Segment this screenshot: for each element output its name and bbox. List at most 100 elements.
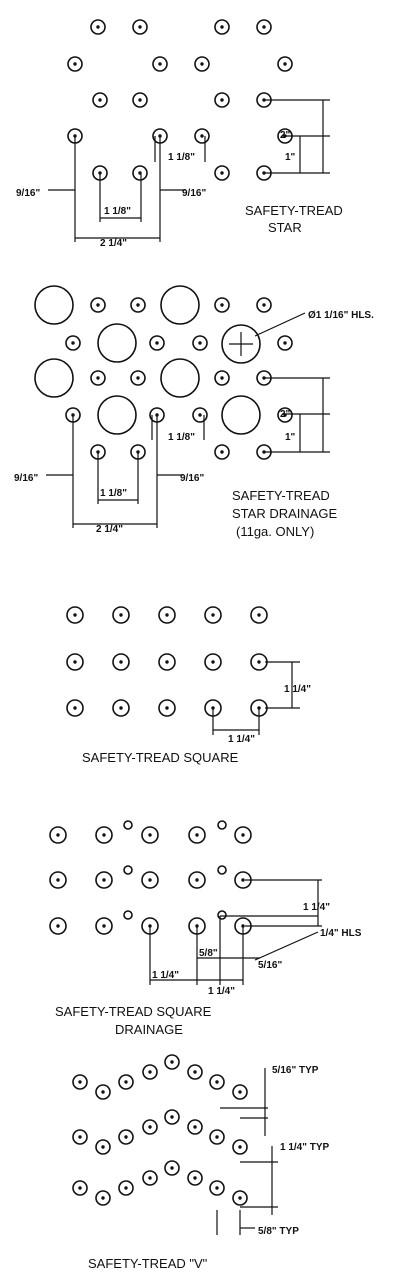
- v-hole: [95, 1190, 111, 1206]
- square-drainage-dim-vertical: 1 1/4": [303, 902, 330, 913]
- v-hole-center: [238, 1145, 242, 1149]
- v-hole-center: [148, 1125, 152, 1129]
- drainage-large-hole-crosshair: [221, 324, 261, 364]
- star-drainage-hole: [130, 297, 146, 313]
- square-hole: [158, 699, 176, 717]
- v-hole-center: [101, 1196, 105, 1200]
- square-hole-center: [73, 660, 77, 664]
- star-hole: [152, 56, 168, 72]
- square-hole: [66, 606, 84, 624]
- star-drainage-hole-center: [155, 341, 159, 345]
- star-drainage-title-line1: SAFETY-TREAD: [232, 488, 330, 503]
- v-dim-top: 5/16" TYP: [272, 1065, 319, 1076]
- square-hole-center: [165, 706, 169, 710]
- square-hole-center: [73, 613, 77, 617]
- square-drainage-hole: [141, 871, 159, 889]
- star-drainage-hole-center: [96, 303, 100, 307]
- square-hole: [204, 653, 222, 671]
- star-hole: [90, 19, 106, 35]
- square-drainage-dimension-lines: [149, 879, 322, 985]
- star-drainage-hole-center: [96, 376, 100, 380]
- star-hole-center: [98, 171, 102, 175]
- star-drainage-hole-center: [283, 341, 287, 345]
- star-drainage-hole: [65, 335, 81, 351]
- v-hole: [164, 1054, 180, 1070]
- square-drainage-dim-5-16: 5/16": [258, 960, 282, 971]
- star-hole-center: [138, 98, 142, 102]
- star-drainage-title-line2: STAR DRAINAGE: [232, 506, 338, 521]
- v-hole-center: [215, 1080, 219, 1084]
- square-drainage-hole-center: [56, 924, 60, 928]
- star-drainage-hole-center: [220, 303, 224, 307]
- v-hole-center: [193, 1125, 197, 1129]
- drainage-large-hole: [34, 285, 74, 325]
- square-hole: [204, 606, 222, 624]
- v-hole: [95, 1139, 111, 1155]
- star-drainage-hole-center: [220, 450, 224, 454]
- square-hole: [112, 653, 130, 671]
- square-drainage-hole-center: [195, 878, 199, 882]
- star-drainage-dim-9-16-left: 9/16": [14, 473, 38, 484]
- square-hole-center: [119, 613, 123, 617]
- square-drainage-dim-hole: 1/4" HLS: [320, 928, 362, 939]
- square-hole-center: [119, 660, 123, 664]
- square-drainage-small-hole: [217, 910, 227, 920]
- square-drainage-hole-center: [56, 833, 60, 837]
- v-hole-center: [238, 1090, 242, 1094]
- star-drainage-hole: [277, 335, 293, 351]
- v-hole: [232, 1190, 248, 1206]
- square-drainage-hole-center: [102, 924, 106, 928]
- square-drainage-title-line1: SAFETY-TREAD SQUARE: [55, 1004, 212, 1019]
- square-drainage-small-hole: [123, 865, 133, 875]
- v-hole: [72, 1180, 88, 1196]
- star-title-line2: STAR: [268, 220, 302, 235]
- square-drainage-hole: [95, 871, 113, 889]
- star-hole: [277, 56, 293, 72]
- square-hole-pattern: [66, 606, 268, 717]
- v-dimension-lines: [216, 1068, 278, 1235]
- v-hole-center: [148, 1070, 152, 1074]
- square-dim-vertical: 1 1/4": [284, 684, 311, 695]
- star-hole-center: [158, 62, 162, 66]
- star-drainage-hole: [130, 370, 146, 386]
- star-hole: [92, 92, 108, 108]
- star-drainage-hole: [90, 297, 106, 313]
- v-hole-center: [148, 1176, 152, 1180]
- square-drainage-hole-center: [56, 878, 60, 882]
- v-hole: [209, 1129, 225, 1145]
- star-drainage-hole-center: [136, 376, 140, 380]
- v-hole-center: [101, 1145, 105, 1149]
- star-hole-center: [220, 25, 224, 29]
- square-drainage-hole-center: [241, 833, 245, 837]
- star-drainage-hole: [214, 370, 230, 386]
- star-hole-center: [200, 134, 204, 138]
- v-hole: [232, 1084, 248, 1100]
- v-hole-center: [170, 1115, 174, 1119]
- v-hole: [164, 1109, 180, 1125]
- square-drainage-hole-pattern: [49, 820, 252, 935]
- v-hole-center: [215, 1186, 219, 1190]
- star-drainage-hole: [214, 297, 230, 313]
- v-hole: [118, 1074, 134, 1090]
- v-title: SAFETY-TREAD "V": [88, 1256, 208, 1271]
- v-hole-center: [124, 1135, 128, 1139]
- square-drainage-small-hole: [217, 820, 227, 830]
- star-drainage-dim-9-16-right: 9/16": [180, 473, 204, 484]
- star-drainage-hole: [192, 407, 208, 423]
- square-drainage-dim-left: 1 1/4": [152, 970, 179, 981]
- v-hole: [142, 1170, 158, 1186]
- square-drainage-hole: [188, 826, 206, 844]
- section-star-drainage: Ø1 1/16" HLS. 2" 1" 1 1/8" 1 1/8" 2 1/4"…: [14, 285, 374, 539]
- star-dim-1in: 1": [285, 152, 296, 163]
- v-hole-center: [193, 1176, 197, 1180]
- section-square-drainage: 1 1/4" 1/4" HLS 5/8" 5/16" 1 1/4" 1 1/4"…: [49, 820, 362, 1037]
- star-drainage-hole: [214, 444, 230, 460]
- square-hole-center: [119, 706, 123, 710]
- square-drainage-hole: [95, 917, 113, 935]
- v-hole-center: [78, 1080, 82, 1084]
- star-hole-center: [220, 171, 224, 175]
- square-drainage-hole: [49, 871, 67, 889]
- star-dim-9-16-left: 9/16": [16, 188, 40, 199]
- star-hole-center: [96, 25, 100, 29]
- star-drainage-hole-center: [71, 341, 75, 345]
